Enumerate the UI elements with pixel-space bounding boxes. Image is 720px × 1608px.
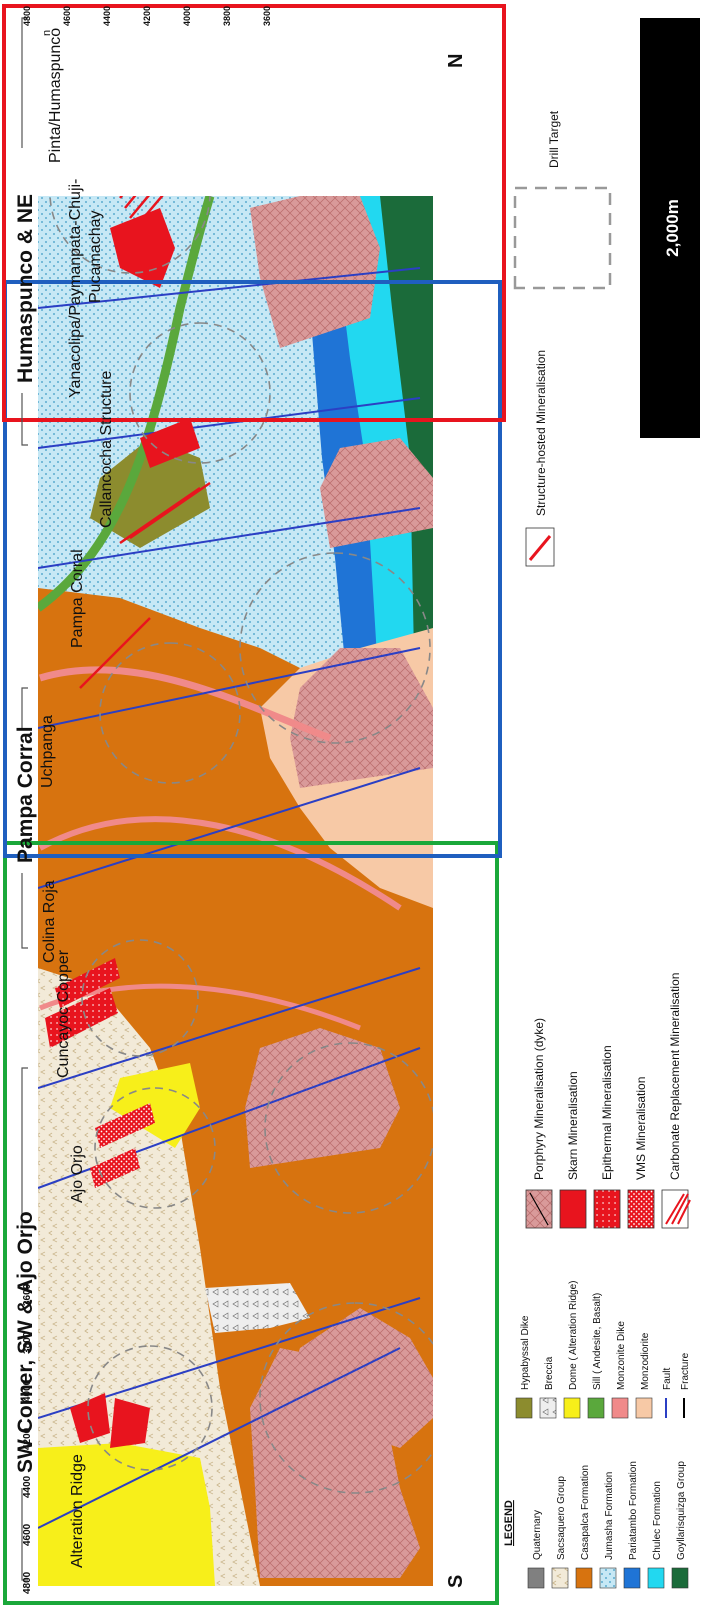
svg-text:4600: 4600 [22, 1523, 33, 1546]
svg-text:Monzonite Dike: Monzonite Dike [616, 1321, 627, 1390]
label-yanacolipa-2: Pucamachay [87, 211, 104, 304]
svg-text:3600: 3600 [22, 1283, 33, 1306]
svg-text:4800: 4800 [22, 1571, 33, 1594]
legend-mineralisation: Porphyry Mineralisation (dyke) Skarn Min… [526, 973, 690, 1228]
scale-bar: 2,000m [640, 18, 700, 438]
label-uchpanga: Uchpanga [39, 715, 56, 788]
svg-text:4600: 4600 [62, 6, 72, 26]
svg-text:4200: 4200 [22, 1427, 33, 1450]
svg-text:Goyllarisquizga Group: Goyllarisquizga Group [676, 1461, 687, 1560]
region-title-pampa: Pampa Corral [14, 726, 37, 863]
label-colina: Colina Roja [41, 880, 58, 963]
svg-text:4000: 4000 [182, 6, 192, 26]
svg-text:Jumasha Formation: Jumasha Formation [604, 1472, 615, 1560]
svg-text:Hypabyssal Dike: Hypabyssal Dike [520, 1315, 531, 1390]
svg-text:Monzodiorite: Monzodiorite [640, 1332, 651, 1390]
region-title-huma: Humaspunco & NE [14, 194, 37, 383]
svg-text:Sill ( Andesite, Basalt): Sill ( Andesite, Basalt) [592, 1293, 603, 1390]
legend-title: LEGEND [503, 1500, 515, 1546]
svg-text:Dome ( Alteration Ridge): Dome ( Alteration Ridge) [568, 1281, 579, 1391]
label-pinta-suffix: n [41, 30, 53, 36]
svg-text:4400: 4400 [102, 6, 112, 26]
svg-text:4000: 4000 [22, 1379, 33, 1402]
legend-formations: Quaternary Sacsaquero Group Casapalca Fo… [528, 1461, 688, 1588]
svg-text:Epithermal Mineralisation: Epithermal Mineralisation [600, 1045, 614, 1180]
svg-text:3800: 3800 [222, 6, 232, 26]
svg-text:Structure-hosted Mineralisatio: Structure-hosted Mineralisation [534, 350, 548, 516]
svg-text:3800: 3800 [22, 1331, 33, 1354]
svg-text:4400: 4400 [22, 1475, 33, 1498]
svg-text:4200: 4200 [142, 6, 152, 26]
label-pampa-corral: Pampa Corral [69, 549, 86, 648]
svg-text:4800: 4800 [22, 6, 32, 26]
geology-section [38, 113, 450, 1586]
svg-text:Quaternary: Quaternary [532, 1510, 543, 1560]
svg-text:Fault: Fault [662, 1368, 673, 1390]
svg-text:Pariatambo Formation: Pariatambo Formation [628, 1461, 639, 1560]
svg-text:VMS Mineralisation: VMS Mineralisation [634, 1077, 648, 1180]
north-marker: N [445, 54, 467, 68]
label-yanacolipa-1: Yanacolipa/Paymanpata-Chuji- [67, 179, 84, 398]
label-callancocha: Callancocha Structure [98, 370, 115, 528]
svg-text:3600: 3600 [262, 6, 272, 26]
label-cuncayoc: Cuncayoc Copper [55, 949, 72, 1078]
legend-drill-target: Drill Target [515, 110, 610, 288]
svg-text:Carbonate Replacement Minerali: Carbonate Replacement Mineralisation [668, 973, 682, 1180]
elevation-axis-right: 4800 4600 4400 4200 4000 3800 3600 [22, 6, 272, 26]
svg-text:Drill Target: Drill Target [547, 110, 561, 168]
svg-text:Breccia: Breccia [544, 1356, 555, 1390]
svg-text:Skarn Mineralisation: Skarn Mineralisation [566, 1071, 580, 1180]
svg-text:Chulec Formation: Chulec Formation [652, 1481, 663, 1560]
svg-text:Casapalca Formation: Casapalca Formation [580, 1465, 591, 1560]
legend-structure: Structure-hosted Mineralisation [526, 350, 554, 566]
south-marker: S [445, 1575, 467, 1588]
label-ajo-orjo: Ajo Orjo [69, 1145, 86, 1203]
svg-text:Fracture: Fracture [680, 1352, 691, 1390]
svg-text:Sacsaquero Group: Sacsaquero Group [556, 1476, 567, 1560]
label-alteration-ridge: Alteration Ridge [69, 1454, 86, 1568]
scale-bar-label: 2,000m [663, 199, 682, 257]
label-pinta: Pinta/Humaspunco [47, 28, 64, 163]
svg-text:Porphyry Mineralisation (dyke): Porphyry Mineralisation (dyke) [532, 1018, 546, 1180]
legend-intrusives: Hypabyssal Dike Breccia Dome ( Alteratio… [516, 1281, 691, 1419]
